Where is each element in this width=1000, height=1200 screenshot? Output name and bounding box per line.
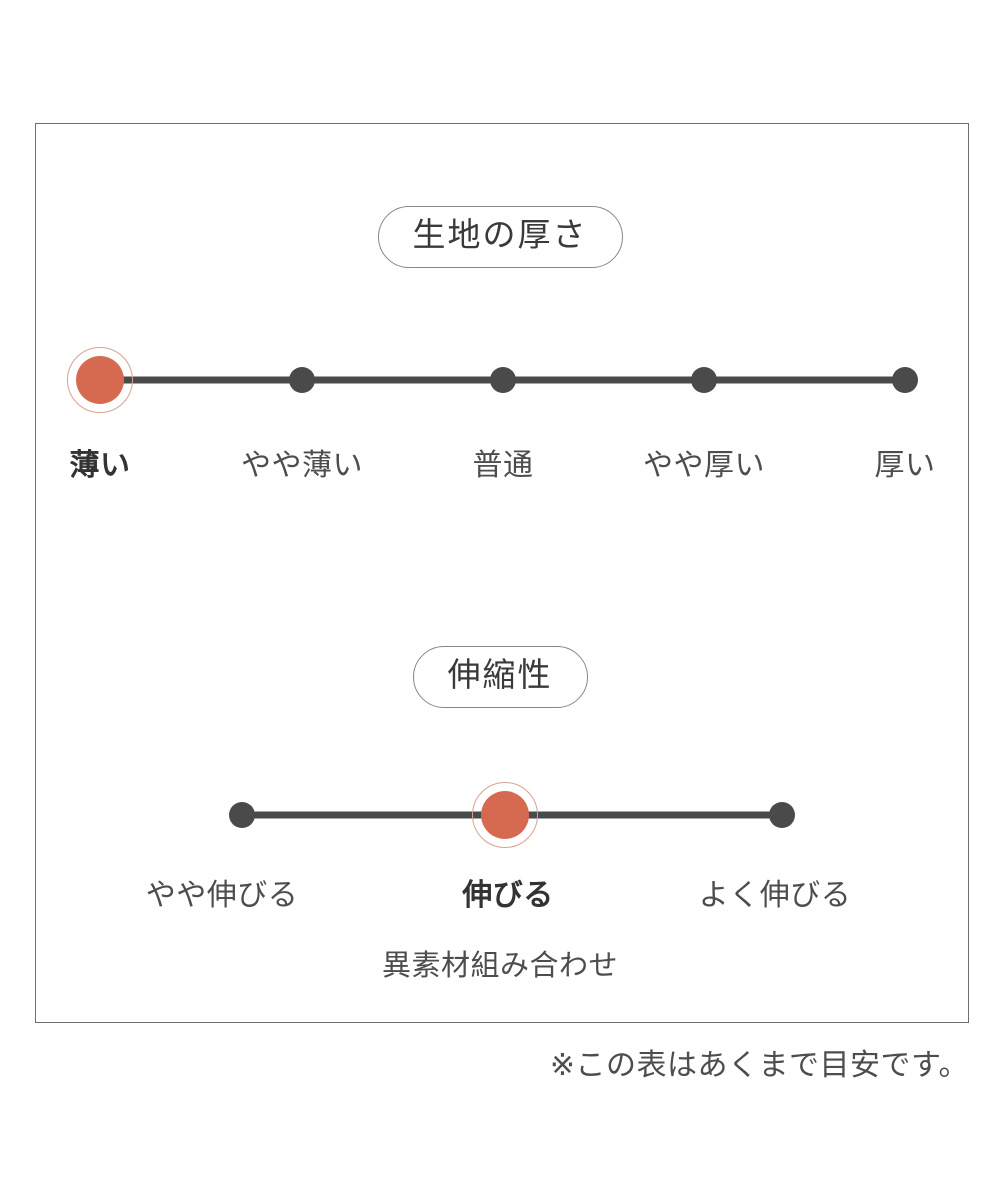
section-heading-fabric-thickness-wrap: 生地の厚さ [0,206,1000,269]
section-heading-stretchiness-wrap: 伸縮性 [0,646,1000,709]
scale-fabric-thickness [0,347,1000,413]
scale-dot-stretchiness-1[interactable] [472,782,538,848]
chart-footnote: ※この表はあくまで目安です。 [549,1049,969,1082]
section-heading-fabric-thickness: 生地の厚さ [377,206,623,269]
scale-dot-fabric-thickness-1[interactable] [289,367,315,393]
scale-label-fabric-thickness-1: やや薄い [241,449,363,482]
scale-dot-stretchiness-0[interactable] [229,802,255,828]
chart-frame [35,123,969,1023]
scale-label-fabric-thickness-4: 厚い [874,449,936,482]
scale-label-stretchiness-0: やや伸びる [145,879,299,912]
scale-dot-fabric-thickness-2[interactable] [490,367,516,393]
scale-stretchiness [0,782,1000,848]
scale-labels-fabric-thickness: 薄い やや薄い 普通 やや厚い 厚い [0,440,1000,486]
scale-label-stretchiness-2: よく伸びる [698,879,852,912]
scale-label-stretchiness-1: 伸びる [462,879,554,912]
stretchiness-subnote: 異素材組み合わせ [381,950,618,982]
scale-dot-fabric-thickness-4[interactable] [892,367,918,393]
scale-dot-stretchiness-2[interactable] [769,802,795,828]
scale-label-fabric-thickness-3: やや厚い [643,449,765,482]
section-heading-stretchiness: 伸縮性 [412,646,588,709]
scale-label-fabric-thickness-2: 普通 [472,449,534,482]
scale-dot-fabric-thickness-3[interactable] [691,367,717,393]
scale-dot-fabric-thickness-0[interactable] [67,347,133,413]
scale-labels-stretchiness: やや伸びる 伸びる よく伸びる [0,870,1000,916]
scale-label-fabric-thickness-0: 薄い [69,449,131,482]
